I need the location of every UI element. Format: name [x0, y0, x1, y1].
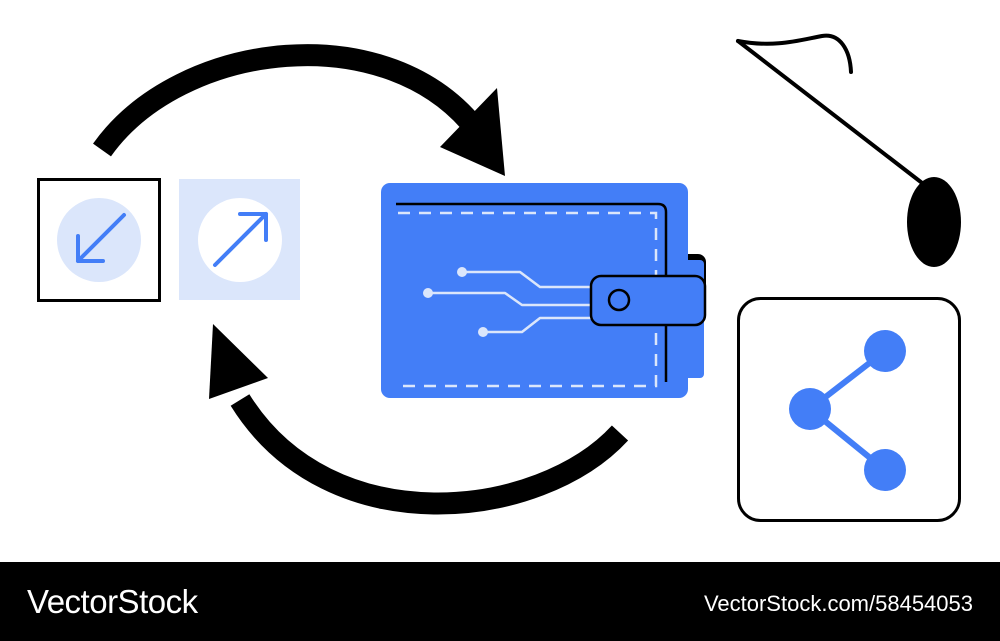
bottom-curved-arrow-icon	[209, 324, 629, 515]
top-curved-arrow-icon	[93, 44, 505, 176]
watermark-footer: VectorStock VectorStock.com/58454053	[0, 562, 1000, 641]
share-icon	[737, 297, 961, 522]
arrow-down-left-icon	[37, 178, 161, 302]
illustration-canvas	[37, 33, 961, 522]
image-id-label: VectorStock.com/58454053	[703, 591, 973, 616]
arrow-up-right-icon	[179, 179, 300, 300]
vectorstock-logo: VectorStock	[27, 583, 198, 620]
music-note-icon	[736, 33, 961, 267]
digital-wallet-icon	[381, 183, 707, 398]
